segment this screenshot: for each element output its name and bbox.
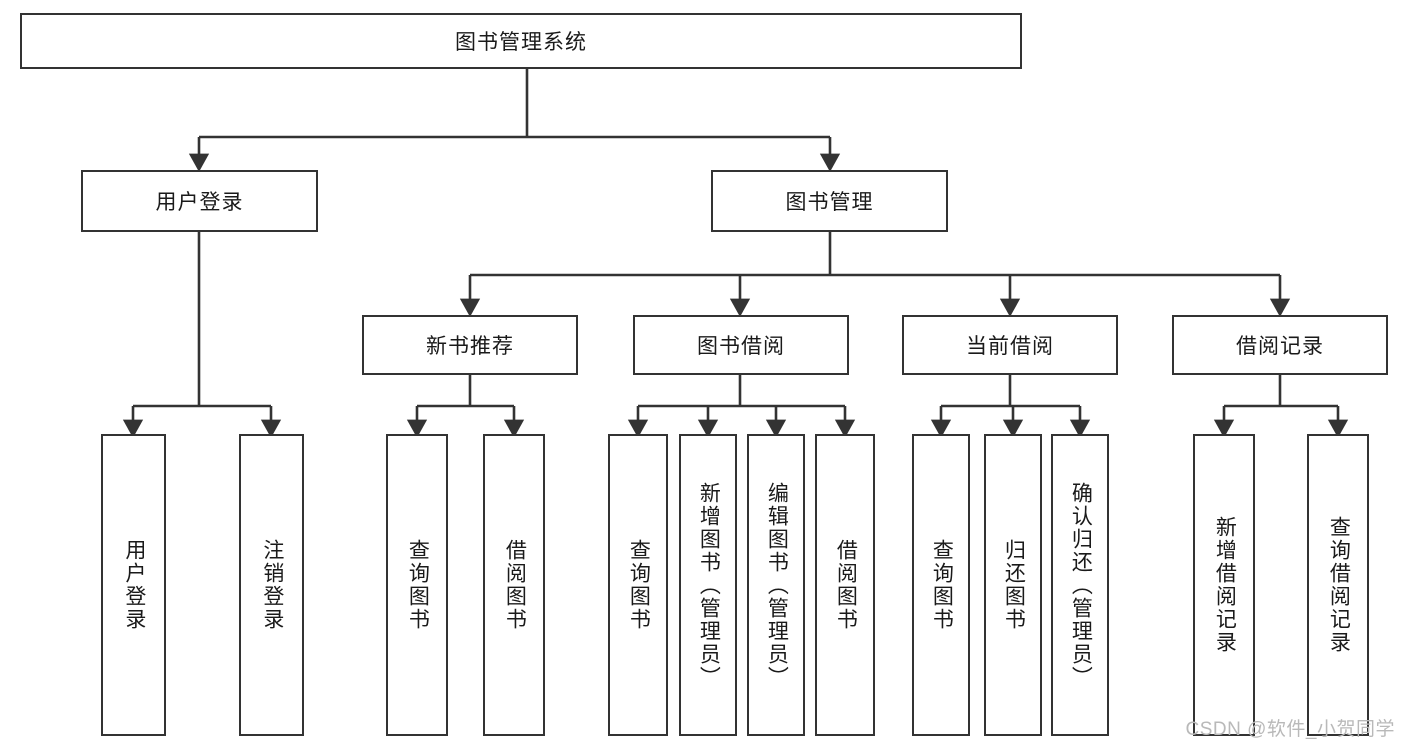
node-leaf-query-book-rec-label: 查询图书: [406, 539, 430, 631]
node-leaf-edit-book-admin-label: 编辑图书（管理员）: [765, 481, 789, 689]
node-leaf-user-logout-label: 注销登录: [260, 539, 284, 631]
node-leaf-add-book-admin[interactable]: 新增图书（管理员）: [679, 434, 737, 736]
node-leaf-query-borrow-record-label: 查询借阅记录: [1327, 516, 1351, 654]
node-book-borrow[interactable]: 图书借阅: [633, 315, 849, 375]
node-root[interactable]: 图书管理系统: [20, 13, 1022, 69]
node-leaf-edit-book-admin[interactable]: 编辑图书（管理员）: [747, 434, 805, 736]
node-leaf-query-book-cur[interactable]: 查询图书: [912, 434, 970, 736]
node-root-label: 图书管理系统: [455, 31, 587, 54]
node-leaf-user-login[interactable]: 用户登录: [101, 434, 166, 736]
node-borrow-record[interactable]: 借阅记录: [1172, 315, 1388, 375]
node-leaf-add-borrow-record[interactable]: 新增借阅记录: [1193, 434, 1255, 736]
node-leaf-query-book-rec[interactable]: 查询图书: [386, 434, 448, 736]
node-leaf-add-book-admin-label: 新增图书（管理员）: [697, 481, 721, 689]
node-leaf-borrow-book-label: 借阅图书: [834, 539, 858, 631]
node-user-login[interactable]: 用户登录: [81, 170, 318, 232]
node-leaf-query-book-borrow[interactable]: 查询图书: [608, 434, 668, 736]
node-new-book-recommend[interactable]: 新书推荐: [362, 315, 578, 375]
node-book-manage-label: 图书管理: [785, 191, 874, 214]
csdn-watermark: CSDN @软件_小贺同学: [1185, 719, 1395, 740]
node-leaf-add-borrow-record-label: 新增借阅记录: [1213, 516, 1237, 654]
node-leaf-query-borrow-record[interactable]: 查询借阅记录: [1307, 434, 1369, 736]
node-leaf-return-book-label: 归还图书: [1002, 539, 1026, 631]
node-current-borrow[interactable]: 当前借阅: [902, 315, 1118, 375]
node-leaf-borrow-book-rec-label: 借阅图书: [503, 539, 527, 631]
node-leaf-borrow-book-rec[interactable]: 借阅图书: [483, 434, 545, 736]
node-book-borrow-label: 图书借阅: [697, 335, 785, 358]
node-leaf-confirm-return-admin-label: 确认归还（管理员）: [1069, 481, 1093, 689]
node-leaf-query-book-cur-label: 查询图书: [930, 539, 954, 631]
node-user-login-label: 用户登录: [155, 191, 244, 214]
node-leaf-confirm-return-admin[interactable]: 确认归还（管理员）: [1051, 434, 1109, 736]
node-leaf-user-logout[interactable]: 注销登录: [239, 434, 304, 736]
node-leaf-borrow-book[interactable]: 借阅图书: [815, 434, 875, 736]
node-leaf-user-login-label: 用户登录: [122, 539, 146, 631]
node-leaf-return-book[interactable]: 归还图书: [984, 434, 1042, 736]
node-leaf-query-book-borrow-label: 查询图书: [627, 539, 651, 631]
node-new-book-recommend-label: 新书推荐: [426, 335, 514, 358]
node-book-manage[interactable]: 图书管理: [711, 170, 948, 232]
node-current-borrow-label: 当前借阅: [966, 335, 1054, 358]
node-borrow-record-label: 借阅记录: [1236, 335, 1324, 358]
